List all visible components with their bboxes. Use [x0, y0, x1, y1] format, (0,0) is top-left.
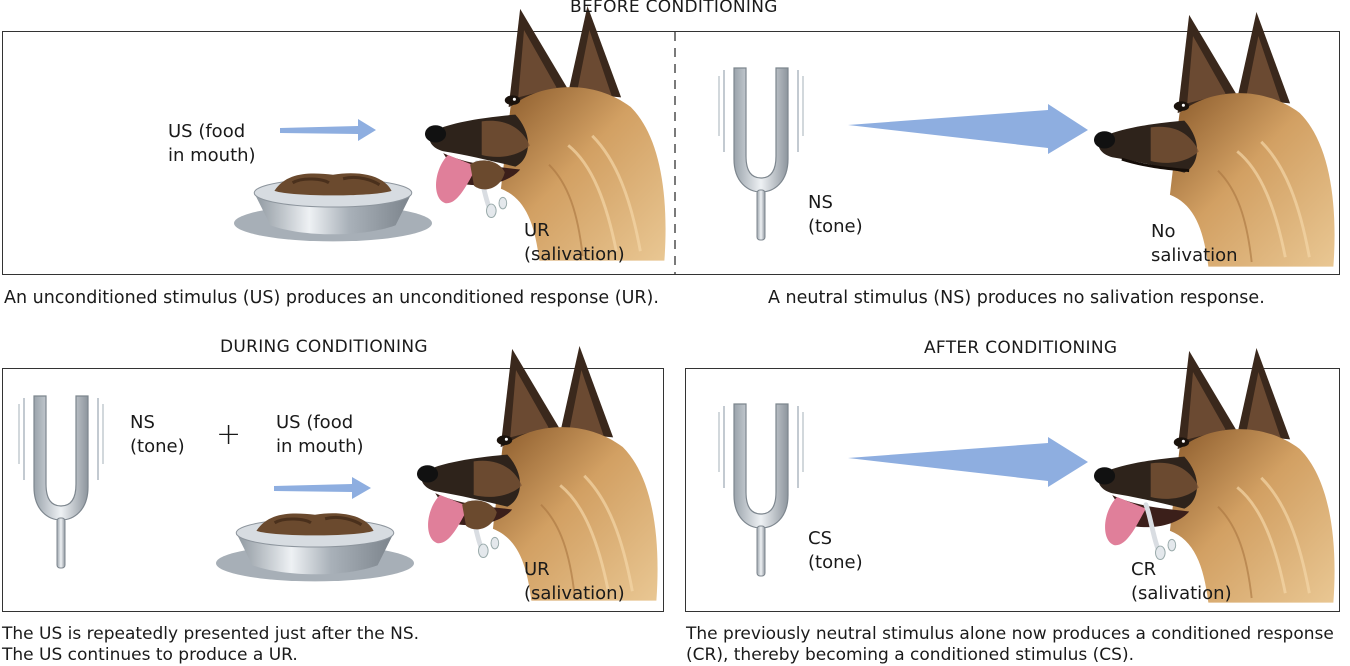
caption-during: The US is repeatedly presented just afte… — [2, 624, 420, 665]
ur-salivation-label-during: UR (salivation) — [524, 559, 625, 604]
after-conditioning-title: AFTER CONDITIONING — [924, 338, 1118, 358]
us-food-label: US (food in mouth) — [168, 121, 256, 166]
ns-tone-label-during: NS (tone) — [130, 412, 185, 457]
arrow-ns-to-dog — [848, 104, 1088, 154]
tuning-fork-before — [717, 66, 805, 242]
ur-salivation-label: UR (salivation) — [524, 220, 625, 265]
ns-tone-label: NS (tone) — [808, 192, 863, 237]
plus-sign: + — [216, 417, 242, 452]
after-conditioning-panel — [685, 368, 1340, 612]
tuning-fork-during — [17, 394, 105, 570]
tuning-fork-after — [717, 402, 805, 578]
during-conditioning-panel — [2, 368, 664, 612]
food-bowl-before — [232, 171, 434, 243]
before-conditioning-panel — [2, 31, 1340, 275]
cr-salivation-label: CR (salivation) — [1131, 559, 1232, 604]
cs-tone-label: CS (tone) — [808, 528, 863, 573]
caption-before-left: An unconditioned stimulus (US) produces … — [4, 288, 659, 308]
us-food-label-during: US (food in mouth) — [276, 412, 364, 457]
caption-after: The previously neutral stimulus alone no… — [686, 624, 1334, 665]
arrow-us-to-dog-during — [274, 477, 371, 499]
food-bowl-during — [214, 511, 416, 583]
before-conditioning-title: BEFORE CONDITIONING — [570, 0, 778, 17]
arrow-us-to-dog — [280, 119, 376, 141]
during-conditioning-title: DURING CONDITIONING — [220, 337, 428, 357]
no-salivation-label: No salivation — [1151, 221, 1238, 266]
caption-before-right: A neutral stimulus (NS) produces no sali… — [768, 288, 1265, 308]
arrow-cs-to-dog — [848, 437, 1088, 487]
